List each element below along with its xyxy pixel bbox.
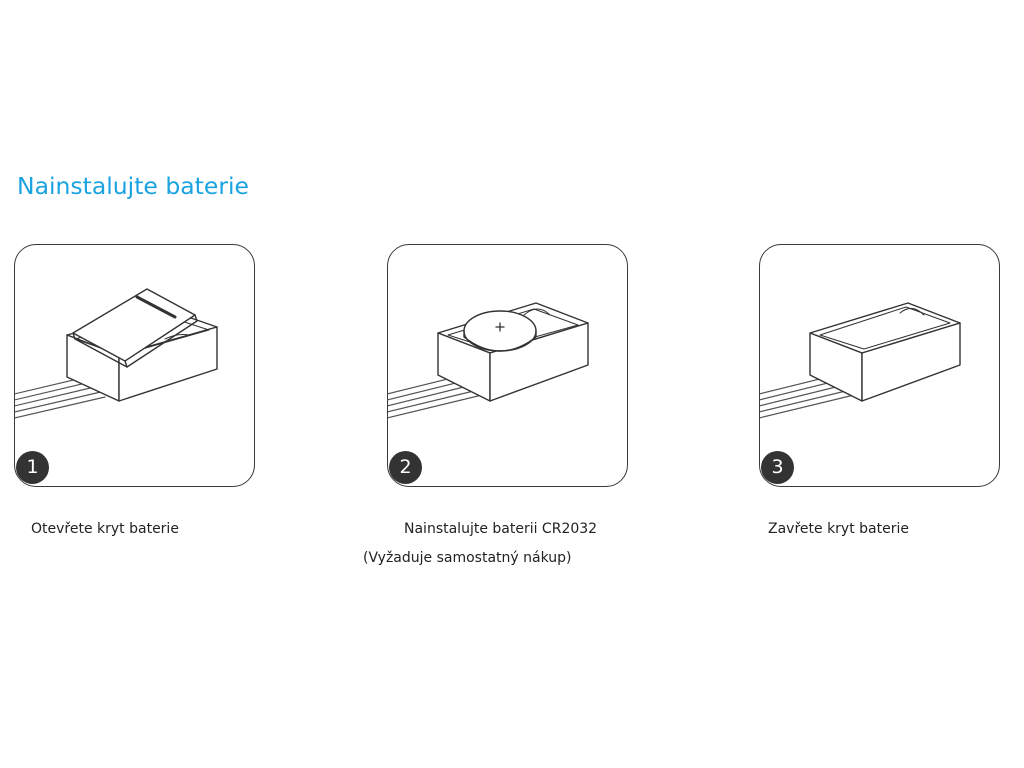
step-1-panel: 1 (14, 244, 255, 487)
device-open-cover-icon (15, 288, 218, 419)
page-title: Nainstalujte baterie (17, 172, 249, 200)
step-3-panel: 3 (759, 244, 1000, 487)
step-2-note: (Vyžaduje samostatný nákup) (363, 550, 572, 566)
step-2-badge: 2 (389, 451, 422, 484)
device-closed-cover-icon (760, 302, 961, 419)
step-1-badge: 1 (16, 451, 49, 484)
step-1-caption: Otevřete kryt baterie (31, 521, 179, 537)
step-2-panel: 2 (387, 244, 628, 487)
coin-battery-icon (388, 302, 589, 419)
step-3-badge: 3 (761, 451, 794, 484)
step-2-caption: Nainstalujte baterii CR2032 (404, 521, 598, 537)
step-3-caption: Zavřete kryt baterie (768, 521, 909, 537)
